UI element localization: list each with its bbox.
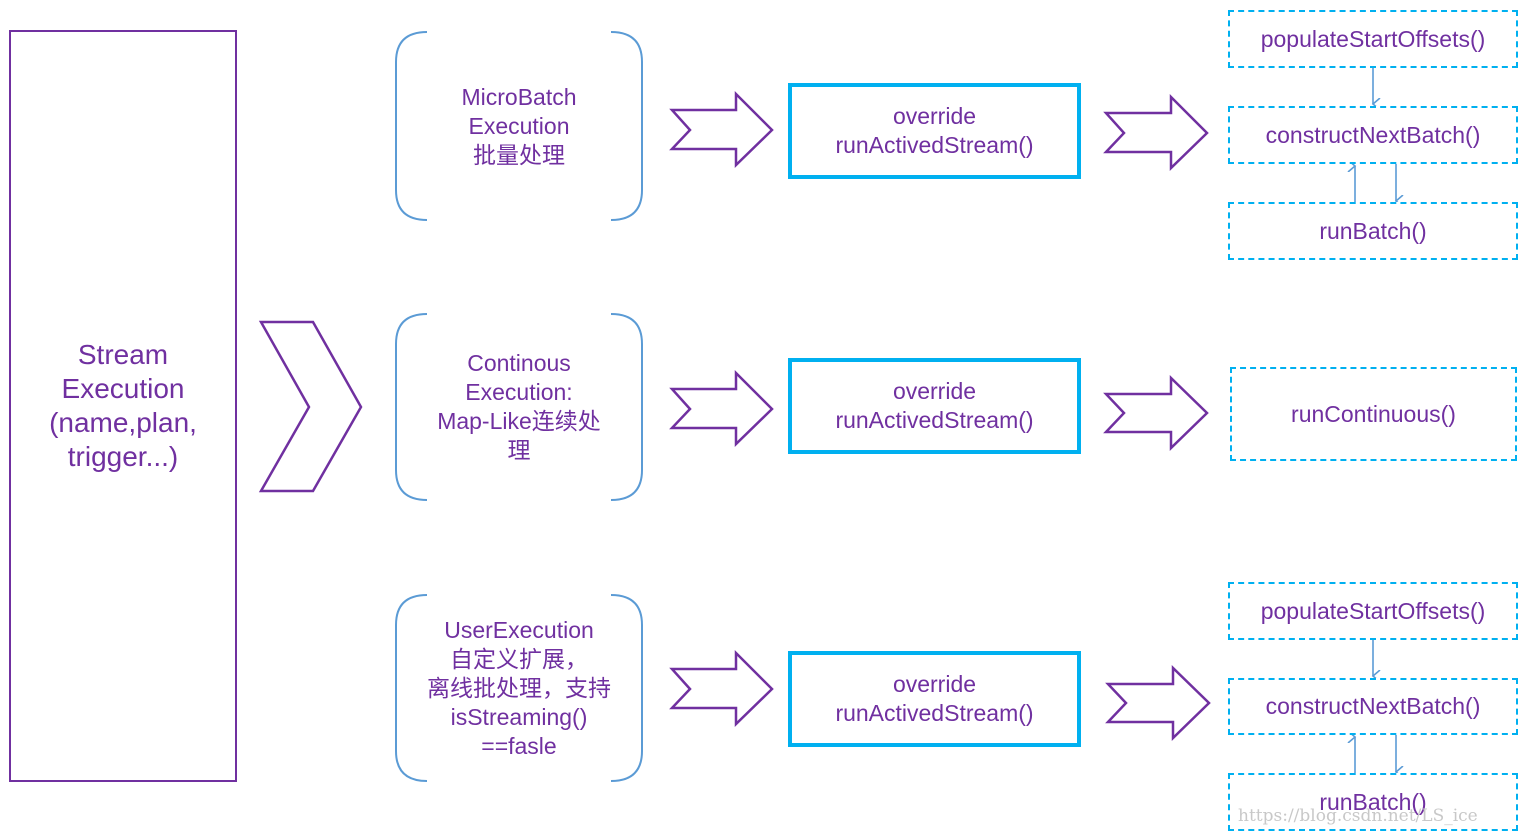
method-label: constructNextBatch()	[1265, 693, 1481, 719]
stream-execution-box: Stream Execution (name,plan, trigger...)	[9, 30, 237, 782]
override-box-user: override runActivedStream()	[788, 651, 1081, 747]
notched-arrow-right-icon	[669, 90, 774, 168]
method-box-construct-next-batch: constructNextBatch()	[1228, 106, 1518, 164]
method-label: runBatch()	[1319, 788, 1427, 815]
notched-arrow-right-icon	[669, 369, 774, 447]
method-box-run-batch: runBatch()	[1228, 202, 1518, 260]
continuous-execution-label: Continous Execution: Map-Like连续处 理	[437, 350, 601, 463]
bracket-frame-microbatch	[395, 31, 643, 221]
method-box-run-batch: runBatch()	[1228, 773, 1518, 831]
override-box-microbatch: override runActivedStream()	[788, 83, 1081, 179]
microbatch-execution-label: MicroBatch Execution 批量处理	[461, 83, 577, 168]
continuous-execution-node: Continous Execution: Map-Like连续处 理	[396, 314, 642, 500]
override-label: override runActivedStream()	[835, 671, 1034, 726]
method-label: constructNextBatch()	[1265, 121, 1481, 148]
method-label: runContinuous()	[1291, 400, 1456, 427]
notched-arrow-right-icon	[669, 649, 774, 727]
override-label: override runActivedStream()	[835, 378, 1034, 433]
method-box-populate-start-offsets: populateStartOffsets()	[1228, 582, 1518, 640]
method-label: runBatch()	[1319, 217, 1427, 244]
user-execution-node: UserExecution 自定义扩展， 离线批处理，支持 isStreamin…	[396, 595, 642, 781]
microbatch-execution-node: MicroBatch Execution 批量处理	[396, 32, 642, 220]
bracket-frame-user	[395, 594, 643, 782]
chevron-right-icon	[258, 320, 363, 493]
method-box-populate-start-offsets: populateStartOffsets()	[1228, 10, 1518, 68]
method-box-construct-next-batch: constructNextBatch()	[1228, 678, 1518, 735]
bracket-frame-continuous	[395, 313, 643, 501]
notched-arrow-right-icon	[1103, 93, 1209, 171]
notched-arrow-right-icon	[1103, 375, 1209, 451]
method-label: populateStartOffsets()	[1260, 597, 1486, 624]
watermark: https://blog.csdn.net/LS_ice	[1238, 806, 1478, 826]
method-box-run-continuous: runContinuous()	[1230, 367, 1517, 461]
stream-execution-label: Stream Execution (name,plan, trigger...)	[49, 339, 197, 472]
user-execution-label: UserExecution 自定义扩展， 离线批处理，支持 isStreamin…	[427, 616, 611, 759]
method-label: populateStartOffsets()	[1260, 25, 1486, 52]
override-box-continuous: override runActivedStream()	[788, 358, 1081, 454]
notched-arrow-right-icon	[1105, 665, 1211, 741]
override-label: override runActivedStream()	[835, 103, 1034, 158]
